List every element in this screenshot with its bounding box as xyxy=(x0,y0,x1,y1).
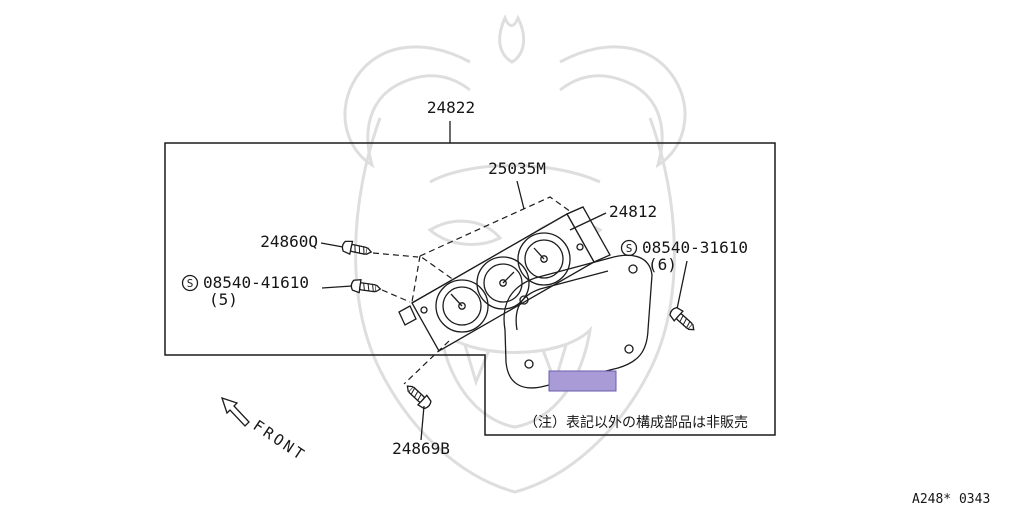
meter-cluster-body xyxy=(398,206,611,352)
panel-hole-2 xyxy=(628,264,638,274)
selected-part-highlight[interactable] xyxy=(548,370,617,392)
front-arrow-icon xyxy=(220,396,250,427)
label-part-41610-qty: (5) xyxy=(209,290,238,309)
leader-lens xyxy=(569,212,607,231)
screw-24860q xyxy=(320,238,419,260)
cluster-mount-hole-right xyxy=(576,243,584,251)
label-part-31610-qty: (6) xyxy=(648,255,677,274)
gauge-center xyxy=(476,256,530,310)
standard-part-symbol-circle xyxy=(181,274,199,292)
gauge-right xyxy=(517,232,571,286)
leader-housing xyxy=(516,180,525,210)
lens-panel xyxy=(503,254,653,389)
standard-part-symbol: S xyxy=(626,242,633,255)
oni-brow xyxy=(429,164,601,184)
front-indicator: FRONT xyxy=(220,396,310,465)
oni-crest xyxy=(498,14,526,64)
leader-screw-24860q xyxy=(320,242,344,248)
panel-hole-3 xyxy=(624,344,634,354)
leader-screw-24869b xyxy=(420,405,425,441)
cluster-mount-hole-left xyxy=(420,306,428,314)
label-part-41610-number: 08540-41610 xyxy=(203,273,309,292)
oni-left-horn xyxy=(343,45,471,169)
standard-part-symbol: S xyxy=(187,277,194,290)
panel-hole-4 xyxy=(524,359,534,369)
leader-screw-31610 xyxy=(676,260,688,310)
label-part-24869b[interactable]: 24869B xyxy=(392,439,450,458)
label-part-24812[interactable]: 24812 xyxy=(609,202,657,221)
panel-hole-1 xyxy=(519,295,529,305)
diagram-frame xyxy=(164,142,776,436)
label-part-24822[interactable]: 24822 xyxy=(427,98,475,117)
label-part-25035m[interactable]: 25035M xyxy=(488,159,546,178)
label-part-24860q[interactable]: 24860Q xyxy=(260,232,318,251)
dash-screw-41610 xyxy=(381,289,411,303)
cluster-left-tab xyxy=(398,305,417,326)
oni-right-horn xyxy=(559,45,687,169)
document-code: A248* 0343 xyxy=(912,492,990,507)
lens-panel-outline xyxy=(503,254,653,389)
label-part-31610[interactable]: S 08540-31610 (6) xyxy=(620,238,748,274)
lens-panel-inner-line xyxy=(515,270,609,331)
housing-outline xyxy=(418,196,590,284)
screw-24869b xyxy=(402,340,450,441)
screw-41610 xyxy=(321,277,411,303)
gauge-left xyxy=(435,279,489,333)
non-sale-note: （注）表記以外の構成部品は非販売 xyxy=(524,414,748,431)
front-label: FRONT xyxy=(250,416,310,465)
housing-connector-left xyxy=(411,255,421,303)
label-part-41610[interactable]: S 08540-41610 (5) xyxy=(181,273,309,309)
dash-screw-24869b xyxy=(403,340,450,385)
leader-screw-41610 xyxy=(321,285,353,289)
dash-screw-24860q xyxy=(372,252,419,258)
screw-31610 xyxy=(667,260,699,336)
label-part-31610-number: 08540-31610 xyxy=(642,238,748,257)
standard-part-symbol-circle xyxy=(620,239,638,257)
oni-left-eye xyxy=(427,219,503,246)
